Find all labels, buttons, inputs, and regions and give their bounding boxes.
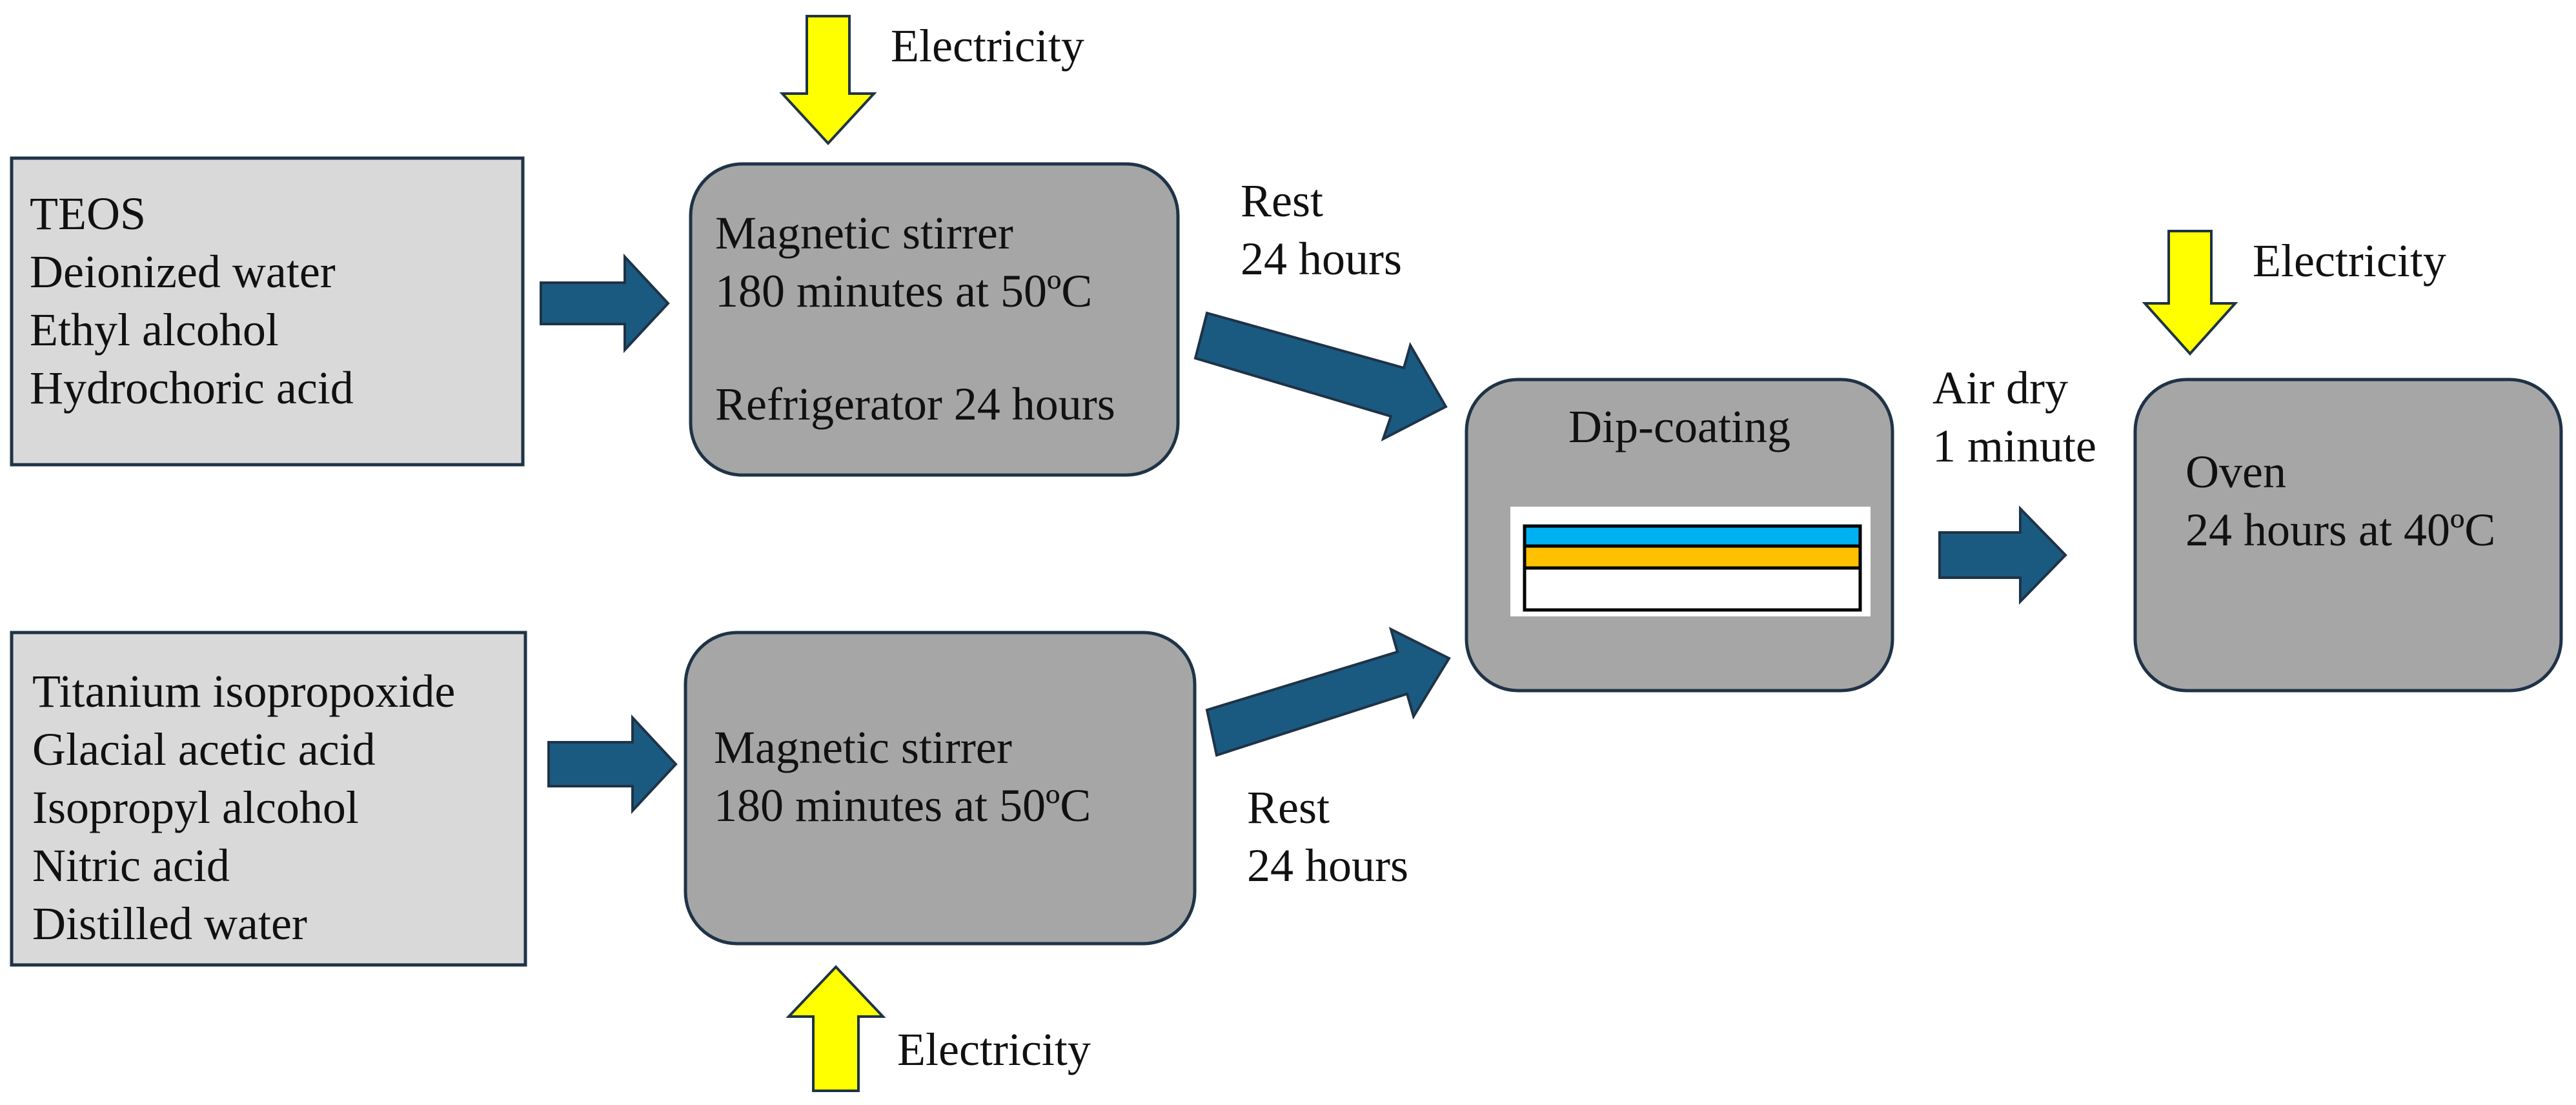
titania-input-acetic-acid: Glacial acetic acid (32, 724, 376, 775)
air-dry-line2: 1 minute (1932, 420, 2096, 472)
stirrer-top-box (689, 162, 1180, 477)
silica-input-water: Deionized water (30, 246, 336, 298)
stirrer-top-line2: 180 minutes at 50ºC (715, 265, 1092, 317)
silica-input-teos: TEOS (30, 188, 146, 239)
titania-input-nitric-acid: Nitric acid (32, 840, 230, 891)
dip-coating-title: Dip-coating (1568, 401, 1790, 452)
stirrer-bottom-to-dip-arrow (1205, 627, 1451, 757)
layered-substrate-icon (1510, 507, 1871, 616)
titania-layer (1523, 544, 1862, 570)
silica-inputs-box (10, 156, 525, 467)
electricity-oven-label: Electricity (2253, 235, 2446, 287)
silica-layer (1523, 524, 1862, 548)
stirrer-bottom-box (684, 631, 1197, 946)
dip-to-oven-arrow (1938, 505, 2067, 605)
titania-input-isopropanol: Isopropyl alcohol (32, 782, 359, 833)
stirrer-top-line1: Magnetic stirrer (715, 207, 1013, 259)
silica-input-acid: Hydrochoric acid (30, 362, 354, 414)
electricity-oven-arrow (2142, 230, 2238, 356)
oven-line2: 24 hours at 40ºC (2186, 504, 2495, 556)
titania-inputs-box (10, 631, 527, 967)
rest-top-line2: 24 hours (1241, 233, 1402, 285)
air-dry-line1: Air dry (1932, 362, 2068, 414)
oven-box (2133, 378, 2563, 693)
electricity-bottom-arrow (786, 965, 886, 1092)
electricity-top-label: Electricity (891, 20, 1084, 72)
stirrer-bottom-line2: 180 minutes at 50ºC (714, 780, 1091, 831)
titania-input-water: Distilled water (32, 898, 307, 949)
rest-bottom-line1: Rest (1247, 782, 1330, 833)
stirrer-top-line3: Refrigerator 24 hours (715, 378, 1115, 430)
input-to-stirrer-bottom-arrow (547, 714, 678, 815)
input-to-stirrer-top-arrow (540, 253, 670, 354)
stirrer-bottom-line1: Magnetic stirrer (714, 722, 1012, 773)
rest-bottom-line2: 24 hours (1247, 840, 1408, 891)
titania-input-isopropoxide: Titanium isopropoxide (32, 665, 455, 717)
electricity-bottom-label: Electricity (897, 1024, 1091, 1075)
rest-top-line1: Rest (1241, 175, 1323, 227)
electricity-top-arrow (779, 15, 877, 145)
oven-line1: Oven (2186, 446, 2286, 498)
substrate-base-layer (1523, 566, 1862, 612)
silica-input-ethanol: Ethyl alcohol (30, 304, 279, 356)
stirrer-top-to-dip-arrow (1193, 311, 1448, 442)
